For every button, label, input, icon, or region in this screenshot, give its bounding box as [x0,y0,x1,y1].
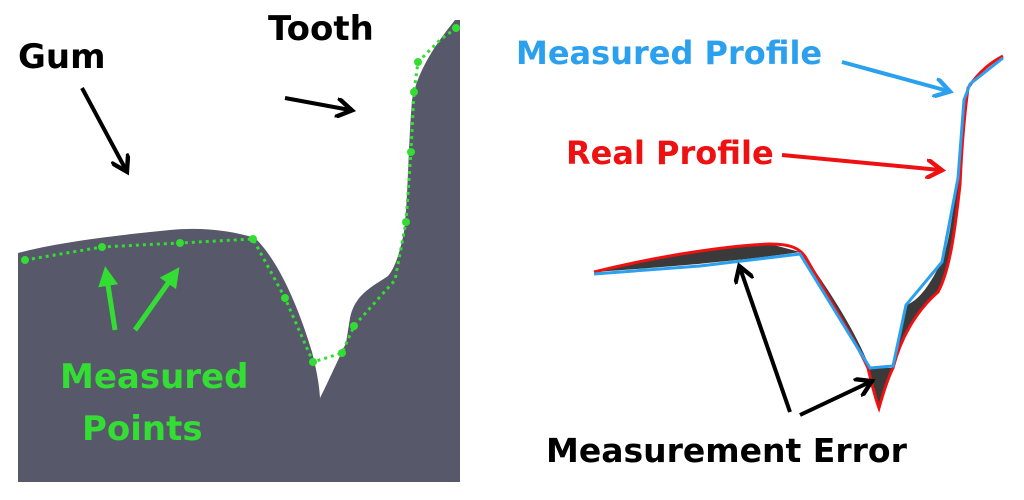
measured-point [350,322,358,330]
measured-point [452,24,460,32]
measurement-error-area [594,244,800,272]
arrow-icon [98,266,119,331]
arrow-icon [80,87,126,170]
measured-points [21,24,460,366]
measured-points-label-line2: Points [82,409,203,449]
measured-point [176,239,184,247]
arrow-icon [799,382,870,417]
measured-point [407,148,415,156]
measured-point [402,218,410,226]
real-profile-label: Real Profile [566,134,774,172]
measured-points-label-line1: Measured [60,357,248,397]
arrow-icon [781,153,940,170]
measured-point [249,235,257,243]
arrow-icon [740,268,792,413]
measured-point [309,358,317,366]
measured-profile-label: Measured Profile [516,34,822,72]
gum-label: Gum [18,37,106,77]
measured-point [98,243,106,251]
arrow-icon [284,96,350,110]
tissue-cross-section [18,20,460,482]
measurement-error-area [893,88,968,368]
arrow-icon [132,267,180,332]
tooth-label: Tooth [268,9,374,49]
measured-point [21,256,29,264]
measured-point [414,58,422,66]
arrow-icon [841,60,948,91]
measured-point [281,294,289,302]
measured-profile-line [593,56,1004,370]
measured-point [410,88,418,96]
measured-point [338,349,346,357]
measurement-error-label: Measurement Error [546,431,908,470]
real-profile-line [593,54,1004,413]
